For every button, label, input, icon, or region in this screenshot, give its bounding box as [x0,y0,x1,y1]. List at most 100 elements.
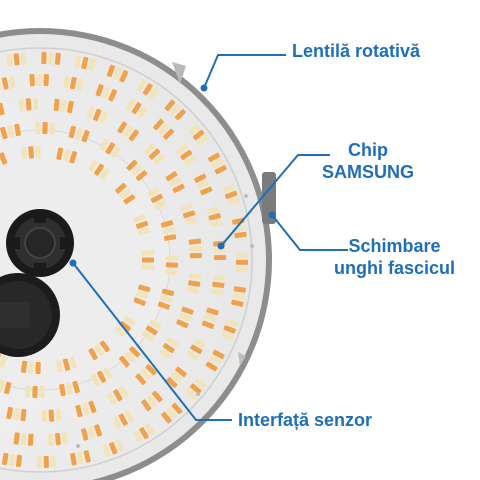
led-chip [158,348,171,360]
led-chip [29,74,35,87]
led-chip [94,424,103,437]
led-chip [70,453,77,466]
led-chip [0,102,5,116]
led-chip [176,144,188,155]
led-chip [223,325,236,334]
led-chip [135,291,149,300]
chip-label-line2: SAMSUNG [322,162,415,182]
led-chip [15,454,23,468]
led-chip [172,183,185,194]
led-chip [48,409,55,422]
led-chip [119,70,129,83]
led-chip [48,433,54,446]
led-chip [35,145,41,159]
led-chip [162,128,175,140]
led-chip [20,360,28,373]
led-chip [150,193,163,204]
led-chip [174,109,186,121]
led-chip [36,455,42,469]
led-chip [181,306,194,315]
led-chip [137,227,151,236]
led-chip [90,373,100,387]
led-chip [166,407,178,419]
led-chip [56,360,64,373]
bezel-marker [238,352,246,366]
led-chip [69,76,77,90]
led-chip [76,78,84,91]
led-chip [95,83,104,97]
led-chip [189,245,202,252]
led-chip [99,167,111,180]
screw-dot [76,444,80,448]
screw-dot [244,194,248,198]
led-chip [106,64,116,78]
led-chip [43,74,49,87]
led-chip [81,428,89,441]
led-chip [28,146,35,159]
led-chip [8,76,16,89]
led-chip [135,220,149,229]
led-chip [165,255,179,261]
lens-tab-marker [172,62,186,84]
led-chip [59,383,66,397]
led-chip [87,58,96,71]
led-chip [81,56,89,70]
led-chip [186,286,200,294]
led-chip [180,203,194,212]
led-chip [88,159,98,172]
led-chip [149,319,162,330]
led-chip [148,148,161,160]
leader-dot-lens [200,84,208,92]
led-chip [41,409,48,422]
led-chip [63,75,70,89]
led-chip [145,364,157,376]
led-chip [144,143,156,155]
led-chip [110,146,122,159]
led-chip [92,108,102,122]
led-chip [193,338,206,348]
led-chip [42,122,48,135]
callout-lens-label: Lentilă rotativă [292,40,420,62]
led-chip [129,346,141,358]
led-chip [32,98,39,111]
led-chip [76,451,84,465]
led-chip [213,247,226,254]
sensor-socket-icon [6,209,74,277]
led-chip [169,104,181,116]
led-chip [235,259,249,265]
led-chip [171,402,183,415]
led-chip [190,344,203,355]
leader-dot-chip [217,242,225,250]
led-chip [118,413,128,426]
led-chip [81,402,90,416]
led-chip [119,321,132,332]
led-chip [170,371,183,383]
led-chip [194,173,207,183]
led-chip [61,432,68,445]
leader-dot-sensor [69,259,77,267]
led-chip [169,177,182,187]
led-chip [184,155,197,166]
led-chip [106,392,117,405]
led-chip [99,340,111,353]
led-chip [99,138,110,151]
led-chip [20,433,27,446]
callout-chip-label: Chip SAMSUNG [322,139,414,183]
led-chip [139,427,149,440]
knob-icon [0,273,60,357]
led-chip [204,314,217,323]
led-chip [72,380,80,394]
led-chip [147,187,160,198]
led-chip [6,406,14,420]
led-chip [188,124,200,135]
led-chip [108,442,118,455]
led-chip [39,385,45,399]
led-chip [56,147,64,160]
led-chip [0,78,2,92]
led-chip [94,163,105,176]
led-chip [99,111,109,124]
led-chip [180,149,193,161]
led-chip [14,123,21,137]
led-chip [86,106,95,119]
led-chip [188,238,202,245]
